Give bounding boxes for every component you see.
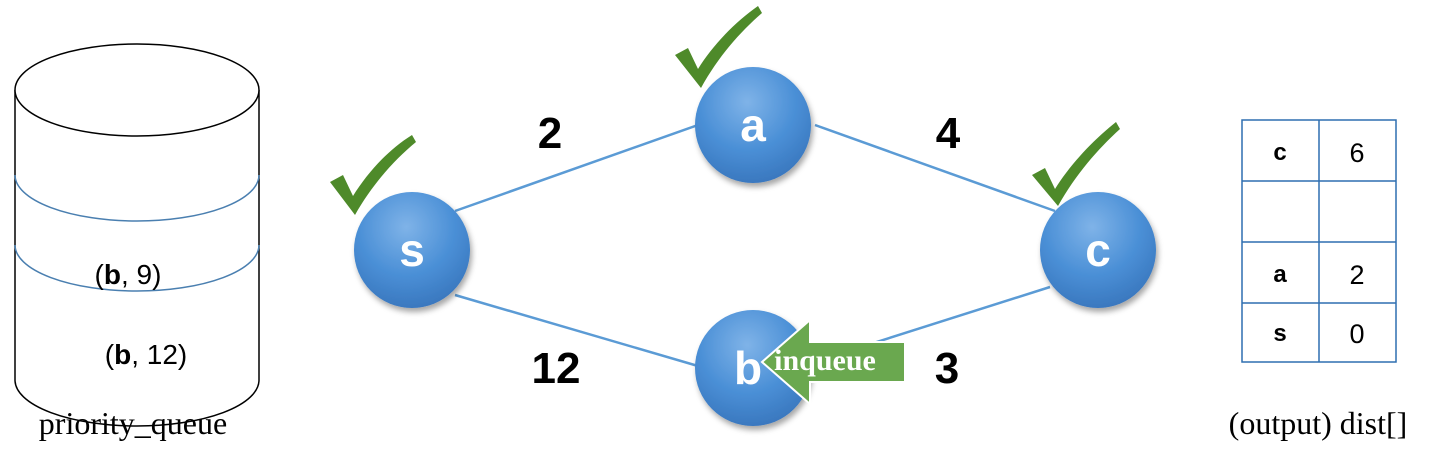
- node-label: s: [399, 224, 425, 276]
- node-a: a: [695, 67, 811, 183]
- node-c: c: [1040, 192, 1156, 308]
- node-b: b: [695, 310, 811, 426]
- edge-a-c: [814, 123, 1056, 213]
- edge-weight-c-b: 3: [935, 344, 959, 393]
- inqueue-arrow: inqueue: [760, 317, 906, 407]
- queue-item: (b, 12): [105, 339, 187, 370]
- cylinder-divider: [14, 174, 260, 222]
- node-label: a: [740, 99, 766, 151]
- dist-value: 2: [1349, 260, 1364, 290]
- check-icon: [675, 6, 762, 88]
- queue-item: (b, 9): [95, 259, 162, 290]
- check-icon: [1032, 122, 1120, 206]
- edge-weight-s-a: 2: [538, 109, 562, 158]
- edge-s-b: [454, 293, 699, 368]
- priority-queue-cylinder: (b, 9) (b, 12): [14, 43, 260, 427]
- dist-table-caption: (output) dist[]: [1229, 405, 1408, 441]
- check-icon: [330, 135, 416, 215]
- inqueue-label: inqueue: [774, 344, 876, 377]
- priority-queue-caption: priority_queue: [39, 405, 227, 441]
- dist-key: a: [1273, 261, 1287, 288]
- dist-key: c: [1273, 139, 1286, 166]
- edge-weight-a-c: 4: [936, 109, 961, 158]
- dist-value: 6: [1349, 138, 1364, 168]
- dist-table: c 6 a 2 s 0: [1241, 119, 1397, 363]
- node-label: c: [1085, 224, 1111, 276]
- edge-weight-s-b: 12: [532, 344, 581, 393]
- node-label: b: [734, 342, 762, 394]
- dist-key: s: [1273, 320, 1286, 347]
- node-s: s: [354, 192, 470, 308]
- cylinder-divider: [14, 244, 260, 292]
- dist-value: 0: [1349, 319, 1364, 349]
- edge-s-a: [454, 123, 699, 213]
